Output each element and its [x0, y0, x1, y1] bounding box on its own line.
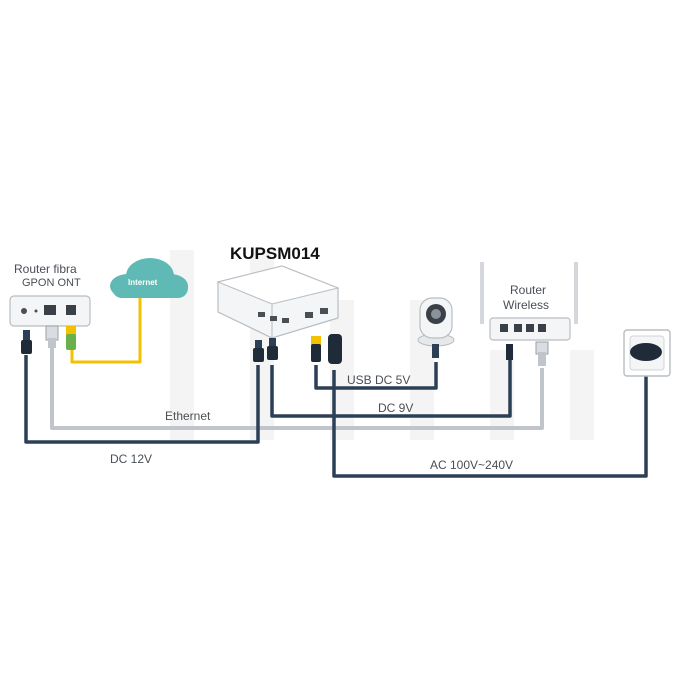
kupsm014-device [216, 265, 340, 339]
ac-label: AC 100V~240V [430, 458, 514, 472]
router-wireless-plugs [506, 341, 549, 366]
router-fibra-plugs [21, 325, 76, 354]
router-wireless-label-line2: Wireless [503, 298, 550, 312]
wall-socket [623, 329, 671, 377]
internet-cable [70, 296, 142, 364]
router-fibra-device [9, 295, 91, 327]
dc-9v-cable [270, 360, 512, 418]
usb-dc-5v-cable [314, 362, 438, 390]
ac-cable [332, 360, 648, 478]
dc-9v-label: DC 9V [378, 401, 414, 415]
router-wireless-device [480, 262, 578, 341]
internet-label: Internet [128, 278, 158, 287]
dc-12v-label: DC 12V [110, 452, 153, 466]
dc-12v-cable [24, 355, 260, 444]
router-fibra-label-line1: Router fibra [14, 262, 77, 276]
internet-cloud [110, 258, 188, 298]
camera-device [417, 297, 455, 358]
ethernet-cable [50, 338, 544, 430]
usb-dc-5v-label: USB DC 5V [347, 373, 411, 387]
router-fibra-label-line2: GPON ONT [22, 277, 81, 289]
router-wireless-label-line1: Router [510, 283, 547, 297]
kupsm014-plugs [253, 334, 342, 364]
product-title: KUPSM014 [230, 244, 320, 263]
ethernet-label: Ethernet [165, 409, 211, 423]
